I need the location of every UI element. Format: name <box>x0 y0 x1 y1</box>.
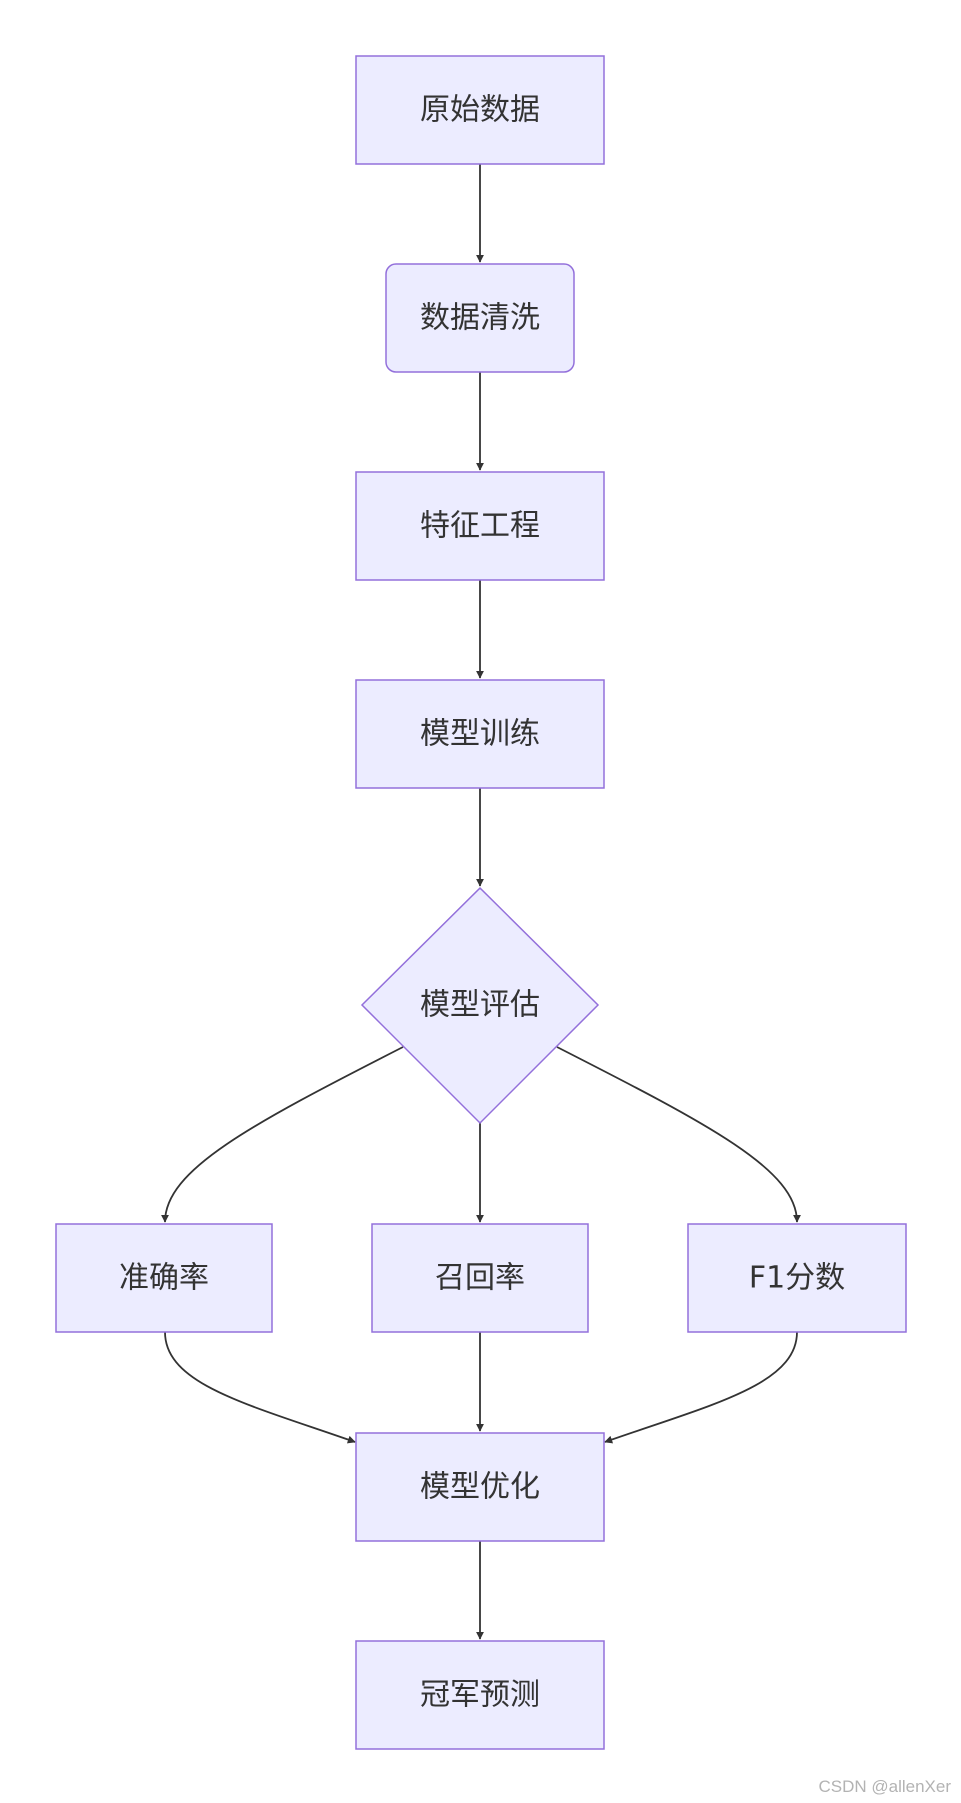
node-feature-engineering: 特征工程 <box>355 471 605 581</box>
node-raw-data-shape <box>355 55 605 165</box>
node-accuracy: 准确率 <box>55 1223 273 1333</box>
edge-accuracy-to-model-optimization <box>164 1331 356 1444</box>
node-model-training-label: 模型训练 <box>420 717 540 752</box>
node-raw-data-label: 原始数据 <box>420 93 540 128</box>
node-f1-score-label: F1分数 <box>749 1261 845 1296</box>
node-model-optimization-label: 模型优化 <box>420 1470 540 1505</box>
edges <box>161 164 801 1640</box>
nodes: 原始数据 数据清洗 特征工程 模型训练 模型评估 准确率 <box>55 55 907 1750</box>
node-model-evaluation-shape <box>360 886 600 1125</box>
node-champion-prediction: 冠军预测 <box>355 1640 605 1750</box>
node-accuracy-shape <box>55 1223 273 1333</box>
node-model-optimization-shape <box>355 1432 605 1542</box>
node-model-evaluation: 模型评估 <box>360 886 600 1125</box>
edge-model-evaluation-to-f1-score <box>556 1046 801 1223</box>
node-model-evaluation-label: 模型评估 <box>420 988 540 1023</box>
node-data-cleaning-shape <box>385 263 575 373</box>
edge-f1-score-to-model-optimization <box>604 1331 798 1444</box>
node-recall-shape <box>371 1223 589 1333</box>
node-data-cleaning: 数据清洗 <box>385 263 575 373</box>
node-f1-score: F1分数 <box>687 1223 907 1333</box>
node-f1-score-shape <box>687 1223 907 1333</box>
node-raw-data: 原始数据 <box>355 55 605 165</box>
node-recall: 召回率 <box>371 1223 589 1333</box>
node-champion-prediction-label: 冠军预测 <box>420 1678 540 1713</box>
node-champion-prediction-shape <box>355 1640 605 1750</box>
node-feature-engineering-label: 特征工程 <box>420 509 540 544</box>
node-recall-label: 召回率 <box>435 1261 525 1296</box>
node-model-optimization: 模型优化 <box>355 1432 605 1542</box>
node-model-training: 模型训练 <box>355 679 605 789</box>
node-data-cleaning-label: 数据清洗 <box>420 301 540 336</box>
node-model-training-shape <box>355 679 605 789</box>
edge-model-evaluation-to-accuracy <box>161 1046 404 1223</box>
node-accuracy-label: 准确率 <box>119 1261 209 1296</box>
node-feature-engineering-shape <box>355 471 605 581</box>
watermark: CSDN @allenXer <box>818 1777 951 1796</box>
